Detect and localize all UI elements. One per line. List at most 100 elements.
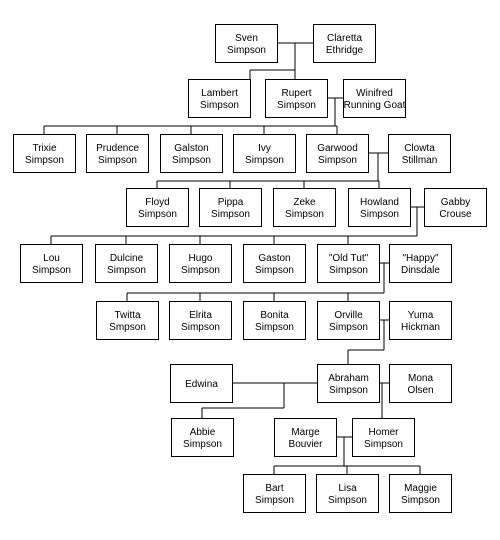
person-last-name: Simpson [328, 495, 367, 506]
person-last-name: Simpson [211, 209, 250, 220]
person-first-name: Prudence [96, 143, 139, 154]
person-last-name: Simpson [172, 155, 211, 166]
person-last-name: Crouse [439, 209, 472, 220]
person-box-frame [170, 364, 233, 403]
person-first-name: Marge [291, 427, 320, 438]
person-last-name: Simpson [318, 155, 357, 166]
person-box-frame [20, 244, 83, 283]
person-box-frame [95, 244, 158, 283]
person-box-frame [317, 301, 380, 340]
person-last-name: Bouvier [289, 439, 324, 450]
person-last-name: Simpson [245, 155, 284, 166]
person-last-name: Simpson [329, 322, 368, 333]
person-first-name: Garwood [317, 143, 358, 154]
person-first-name: Edwina [185, 379, 218, 390]
person-box-frame [313, 24, 376, 63]
person-last-name: Simpson [255, 495, 294, 506]
person-last-name: Simpson [200, 100, 239, 111]
person-last-name: Simpson [329, 385, 368, 396]
person-box-frame [243, 244, 306, 283]
person-first-name: Gabby [441, 197, 470, 208]
person-first-name: Trixie [32, 143, 57, 154]
person-last-name: Simpson [138, 209, 177, 220]
person-last-name: Simpson [255, 322, 294, 333]
person-first-name: Bart [265, 483, 284, 494]
person-last-name: Stillman [402, 155, 438, 166]
person-box-frame [86, 134, 149, 173]
person-box-frame [343, 79, 406, 118]
person-box-frame [389, 364, 452, 403]
person-first-name: Maggie [404, 483, 437, 494]
person-last-name: Simpson [25, 155, 64, 166]
person-last-name: Simpson [32, 265, 71, 276]
person-box-frame [389, 474, 452, 513]
person-first-name: Abbie [190, 427, 216, 438]
person-box-frame [188, 79, 251, 118]
person-first-name: Lisa [338, 483, 357, 494]
person-first-name: Yuma [408, 310, 434, 321]
person-box-frame [274, 418, 337, 457]
person-last-name: Running Goat [344, 100, 406, 111]
person-box-frame [317, 364, 380, 403]
person-box-frame [169, 301, 232, 340]
person-first-name: Zeke [293, 197, 316, 208]
person-first-name: Lou [43, 253, 60, 264]
person-last-name: Smpson [109, 322, 146, 333]
person-box-frame [169, 244, 232, 283]
person-last-name: Simpson [255, 265, 294, 276]
person-last-name: Simpson [107, 265, 146, 276]
person-box-frame [273, 188, 336, 227]
person-last-name: Simpson [401, 495, 440, 506]
person-last-name: Simpson [364, 439, 403, 450]
person-box-frame [13, 134, 76, 173]
person-first-name: Bonita [260, 310, 289, 321]
person-first-name: Sven [235, 33, 258, 44]
person-box-frame [424, 188, 487, 227]
person-box-frame [389, 244, 452, 283]
person-last-name: Dinsdale [401, 265, 440, 276]
person-first-name: "Old Tut" [329, 253, 369, 264]
person-box-frame [126, 188, 189, 227]
person-first-name: Abraham [328, 373, 369, 384]
person-boxes: SvenSimpsonClarettaEthridgeLambertSimpso… [13, 24, 487, 513]
person-first-name: Pippa [218, 197, 244, 208]
person-box-frame [348, 188, 411, 227]
person-first-name: Floyd [145, 197, 169, 208]
person-box-frame [199, 188, 262, 227]
person-last-name: Simpson [183, 439, 222, 450]
connector-lines [43, 42, 424, 474]
person-first-name: Gaston [258, 253, 290, 264]
person-first-name: Elrita [189, 310, 212, 321]
person-box-frame [96, 301, 159, 340]
person-box-frame [389, 301, 452, 340]
person-first-name: Ivy [258, 143, 271, 154]
person-box-edwina: Edwina [170, 364, 233, 403]
person-last-name: Simpson [98, 155, 137, 166]
person-last-name: Ethridge [326, 45, 364, 56]
person-last-name: Simpson [181, 322, 220, 333]
